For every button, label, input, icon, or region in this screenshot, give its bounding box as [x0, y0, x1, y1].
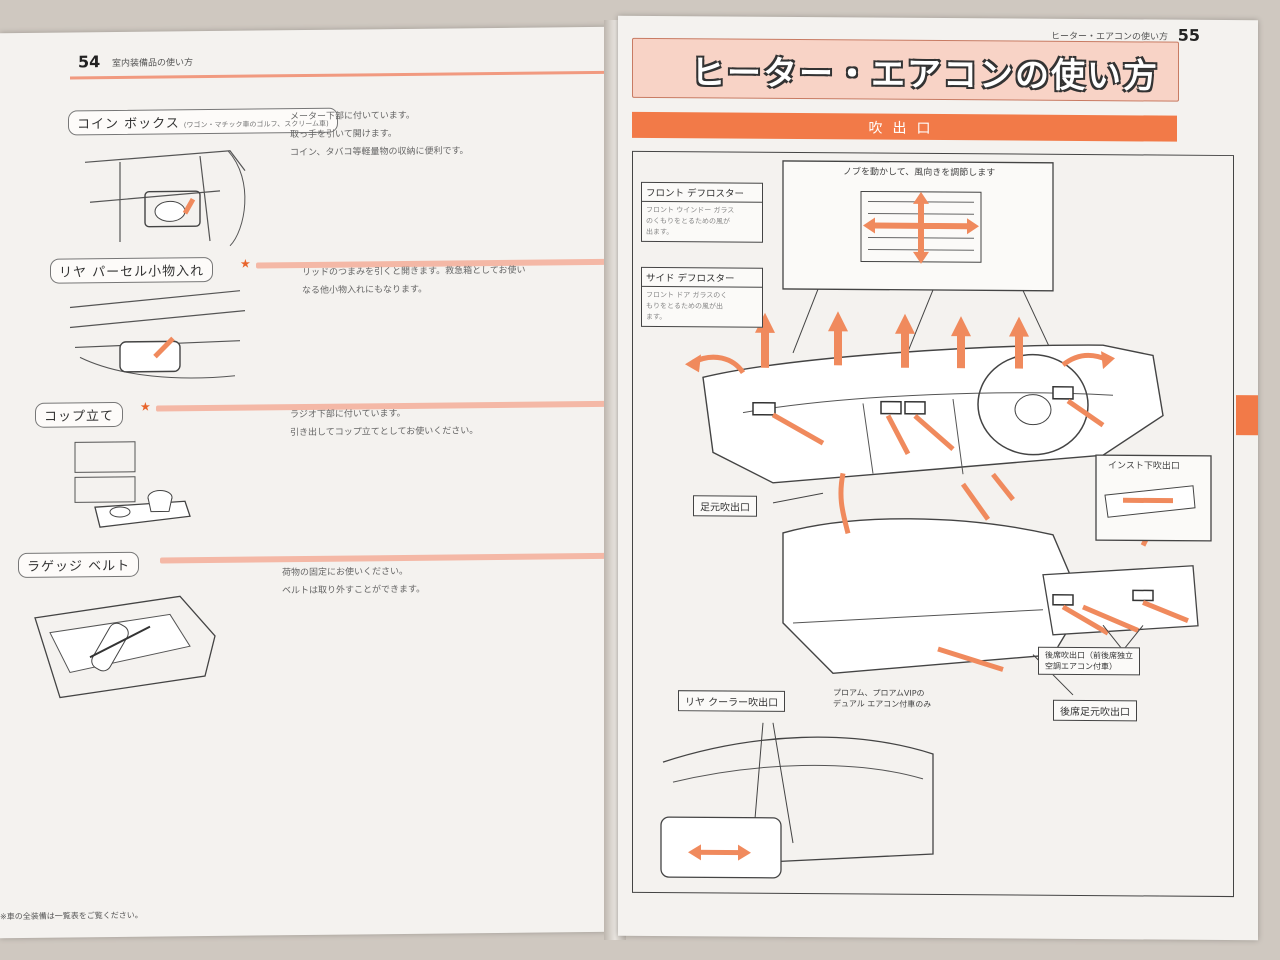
label-line: 後席吹出口（前後席独立 — [1045, 650, 1133, 661]
callout-side-defroster: サイド デフロスター フロント ドア ガラスのく もりをとるための風が出 ます。 — [641, 266, 763, 328]
cup-holder-illustration — [74, 441, 191, 528]
section-band-label: 吹出口 — [868, 120, 941, 138]
left-page: 54 室内装備品の使い方 コイン ボックス(ワゴン・マチック車のゴルフ、スクリー… — [0, 26, 612, 939]
rear-cooler-note: プロアム、プロアムVIPの デュアル エアコン付車のみ — [833, 687, 931, 710]
text-line: なる他小物入れにもなります。 — [302, 284, 428, 297]
callout-line: ます。 — [646, 312, 667, 322]
section-label-luggage-belt: ラゲッジ ベルト — [18, 551, 140, 579]
section-text-rear-parcel: リッドのつまみを引くと開きます。救急箱としてお使い なる他小物入れにもなります。 — [302, 261, 602, 300]
section-text-coin-box: メーター下部に付いています。 取っ手を引いて開けます。 コイン、タバコ等軽量物の… — [290, 105, 590, 162]
rear-parcel-illustration — [69, 290, 246, 379]
section-label-cup-holder: コップ立て — [35, 401, 124, 428]
section-label-text: リヤ パーセル小物入れ — [59, 264, 205, 281]
callout-line: もりをとるための風が出 — [646, 301, 723, 311]
callout-line: のくもりをとるための風が — [646, 216, 730, 226]
title-box: ヒーター・エアコンの使い方 — [632, 37, 1179, 102]
vent-diagram: フロント デフロスター フロント ウインドー ガラス のくもりをとるための風が … — [632, 150, 1234, 898]
knob-instruction: ノブを動かして、風向きを調節します — [843, 167, 996, 179]
text-line: ベルトは取り外すことができます。 — [282, 584, 426, 597]
section-text-cup-holder: ラジオ下部に付いています。 引き出してコップ立てとしてお使いください。 — [290, 403, 590, 442]
section-band: 吹出口 — [632, 111, 1177, 142]
footnote: ※車の全装備は一覧表をご覧ください。 — [0, 910, 143, 922]
rear-foot-outlet-label: 後席足元吹出口 — [1053, 699, 1137, 722]
coin-box-illustration — [84, 150, 246, 247]
chapter-tab — [1236, 395, 1258, 436]
rear-seat-outlet-label: 後席吹出口（前後席独立 空調エアコン付車） — [1038, 646, 1140, 676]
text-line: コイン、タバコ等軽量物の収納に便利です。 — [290, 146, 469, 159]
section-text-luggage-belt: 荷物の固定にお使いください。 ベルトは取り外すことができます。 — [282, 561, 582, 600]
star-mark: ★ — [140, 399, 151, 414]
page-header-title: 室内装備品の使い方 — [112, 58, 194, 70]
right-page: ヒーター・エアコンの使い方 55 ヒーター・エアコンの使い方 吹出口 — [618, 15, 1258, 941]
section-label-rear-parcel: リヤ パーセル小物入れ — [50, 256, 214, 284]
label-line: 空調エアコン付車） — [1045, 661, 1117, 672]
section-label-text: コップ立て — [44, 409, 115, 425]
text-line: 引き出してコップ立てとしてお使いください。 — [290, 426, 479, 439]
foot-outlet-label: 足元吹出口 — [693, 495, 757, 517]
page-number: 54 — [78, 52, 101, 72]
dashboard-drawing — [660, 160, 1212, 879]
rear-cooler-outlet-label: リヤ クーラー吹出口 — [678, 690, 786, 712]
section-label-text: コイン ボックス — [77, 116, 180, 133]
section-label-text: ラゲッジ ベルト — [27, 558, 131, 575]
callout-line: フロント ウインドー ガラス — [646, 205, 735, 215]
star-mark: ★ — [240, 256, 251, 271]
callout-title: サイド デフロスター — [642, 267, 762, 288]
luggage-belt-illustration — [34, 595, 216, 699]
callout-front-defroster: フロント デフロスター フロント ウインドー ガラス のくもりをとるための風が … — [641, 181, 763, 243]
callout-title: フロント デフロスター — [642, 182, 762, 203]
note-line: デュアル エアコン付車のみ — [833, 699, 932, 709]
main-title: ヒーター・エアコンの使い方 — [691, 53, 1159, 97]
note-line: プロアム、プロアムVIPの — [833, 688, 925, 698]
page-number: 55 — [1177, 25, 1200, 45]
header-rule — [70, 70, 605, 80]
callout-line: 出ます。 — [646, 227, 674, 237]
callout-line: フロント ドア ガラスのく — [646, 290, 728, 300]
inst-lower-outlet-label: インスト下吹出口 — [1108, 461, 1180, 472]
